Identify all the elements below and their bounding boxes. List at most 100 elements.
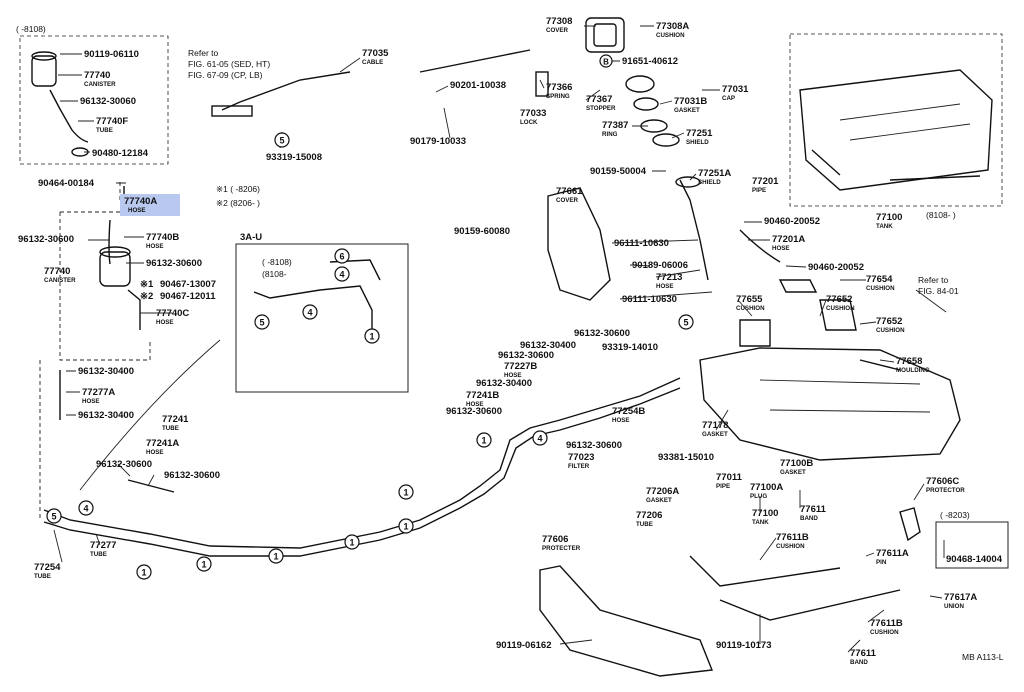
name-77011: PIPE xyxy=(716,483,730,490)
tank-8108-frame xyxy=(789,33,1003,207)
label-90201-10038: 90201-10038 xyxy=(450,80,506,91)
label-90460-20052-b: 90460-20052 xyxy=(808,262,864,273)
leader-lines xyxy=(53,25,947,653)
svg-text:4: 4 xyxy=(83,504,88,514)
name-77308: COVER xyxy=(546,27,569,34)
label-96132-30600-h: 96132-30600 xyxy=(566,440,622,451)
name-77031B: GASKET xyxy=(674,107,700,114)
canister-mid-drawing xyxy=(59,186,175,493)
label-77367: 77367 xyxy=(586,94,612,105)
circled-ref-5: 5 xyxy=(254,314,270,330)
label-77241B: 77241B xyxy=(466,390,499,401)
label-77254B: 77254B xyxy=(612,406,645,417)
circled-ref-1: 1 xyxy=(268,548,284,564)
note-bracket-8203: ( -8203) xyxy=(940,510,970,520)
label-77611-b: 77611 xyxy=(850,648,877,659)
name-77611-b: BAND xyxy=(850,659,868,666)
label-96132-30400-b: 96132-30400 xyxy=(78,410,134,421)
name-77740C: HOSE xyxy=(156,319,174,326)
label-77241: 77241 xyxy=(162,414,189,425)
label-77241A: 77241A xyxy=(146,438,179,449)
label-96132-30600-e: 96132-30600 xyxy=(574,328,630,339)
name-77740-mid: CANISTER xyxy=(44,277,76,284)
name-77277A: HOSE xyxy=(82,398,100,405)
svg-text:1: 1 xyxy=(403,488,408,498)
label-90119-06110: 90119-06110 xyxy=(84,49,139,60)
name-77658: MOULDING xyxy=(896,367,930,374)
circled-refs: 1 1 1 1 1 1 1 1 xyxy=(46,132,694,580)
label-90159-60080: 90159-60080 xyxy=(454,226,510,237)
label-90460-20052-a: 90460-20052 xyxy=(764,216,820,227)
protector-drawing xyxy=(539,565,713,677)
canister-group-dash xyxy=(39,182,151,520)
svg-text:1: 1 xyxy=(403,522,408,532)
label-77251A: 77251A xyxy=(698,168,731,179)
circled-ref-1: 1 xyxy=(364,328,380,344)
name-77241B: HOSE xyxy=(466,401,484,408)
name-77241A: HOSE xyxy=(146,449,164,456)
refer-84-line1: Refer to xyxy=(918,275,949,285)
name-77661: COVER xyxy=(556,197,579,204)
circled-ref-4: 4 xyxy=(532,430,548,446)
circled-ref-1: 1 xyxy=(398,518,414,534)
name-77606: PROTECTER xyxy=(542,545,581,552)
label-77011: 77011 xyxy=(716,472,743,483)
name-77031: CAP xyxy=(722,95,735,102)
circled-ref-1: 1 xyxy=(344,534,360,550)
circled-ref-5: 5 xyxy=(46,508,62,524)
note-top-left-bracket: ( -8108) xyxy=(16,24,46,34)
svg-text:4: 4 xyxy=(537,434,542,444)
label-93381-15010: 93381-15010 xyxy=(658,452,714,463)
label-96132-30600-a: 96132-30600 xyxy=(18,234,74,245)
circled-ref-4: 4 xyxy=(334,266,350,282)
name-77740-top: CANISTER xyxy=(84,81,116,88)
label-77031: 77031 xyxy=(722,84,749,95)
name-77740A: HOSE xyxy=(128,207,146,214)
inset-range1: ( -8108) xyxy=(262,257,292,267)
label-90119-10173: 90119-10173 xyxy=(716,640,771,651)
name-77100A: PLUG xyxy=(750,493,767,500)
refer-61-line2: FIG. 61-05 (SED, HT) xyxy=(188,59,270,69)
name-77035: CABLE xyxy=(362,59,383,66)
name-77654: CUSHION xyxy=(866,285,895,292)
figure-id: MB A113-L xyxy=(962,652,1004,662)
name-77206A: GASKET xyxy=(646,497,672,504)
label-90467-13007: 90467-13007 xyxy=(160,279,216,290)
inset-range2: (8108- xyxy=(262,269,287,279)
name-77611B-b: CUSHION xyxy=(870,629,899,636)
svg-text:1: 1 xyxy=(141,568,146,578)
name-77201: PIPE xyxy=(752,187,766,194)
label-77740-mid: 77740 xyxy=(44,266,70,277)
circled-ref-4: 4 xyxy=(302,304,318,320)
label-77023: 77023 xyxy=(568,452,594,463)
refer-61-line1: Refer to xyxy=(188,48,219,58)
label-77740-top: 77740 xyxy=(84,70,110,81)
refer-61-line3: FIG. 67-09 (CP, LB) xyxy=(188,70,263,80)
label-96111-10630-a: 96111-10630 xyxy=(614,238,669,249)
label-77654: 77654 xyxy=(866,274,893,285)
label-90468-14004: 90468-14004 xyxy=(946,554,1003,565)
name-77367: STOPPER xyxy=(586,105,616,112)
note-tank-range: (8108- ) xyxy=(926,210,956,220)
name-77611-a: BAND xyxy=(800,515,818,522)
svg-text:1: 1 xyxy=(481,436,486,446)
callout-labels: ( -8108) 90119-06110 77740 CANISTER 9613… xyxy=(16,16,1004,666)
svg-text:5: 5 xyxy=(279,136,284,146)
circled-ref-1: 1 xyxy=(136,564,152,580)
name-77206: TUBE xyxy=(636,521,653,528)
svg-text:B: B xyxy=(603,58,609,67)
name-77251A: SHIELD xyxy=(698,179,721,186)
name-77100-bot: TANK xyxy=(752,519,769,526)
name-77366: SPRING xyxy=(546,93,570,100)
inlet-pipe-drawing xyxy=(547,176,781,301)
label-96111-10630-b: 96111-10630 xyxy=(622,294,677,305)
fuel-line-arrow xyxy=(79,339,221,491)
label-90480-12184: 90480-12184 xyxy=(92,148,149,159)
label-77611B-a: 77611B xyxy=(776,532,809,543)
label-90119-06162: 90119-06162 xyxy=(496,640,551,651)
label-77658: 77658 xyxy=(896,356,922,367)
label-96132-30400-c: 96132-30400 xyxy=(520,340,576,351)
protector-c-drawing xyxy=(899,507,921,542)
svg-text:1: 1 xyxy=(349,538,354,548)
